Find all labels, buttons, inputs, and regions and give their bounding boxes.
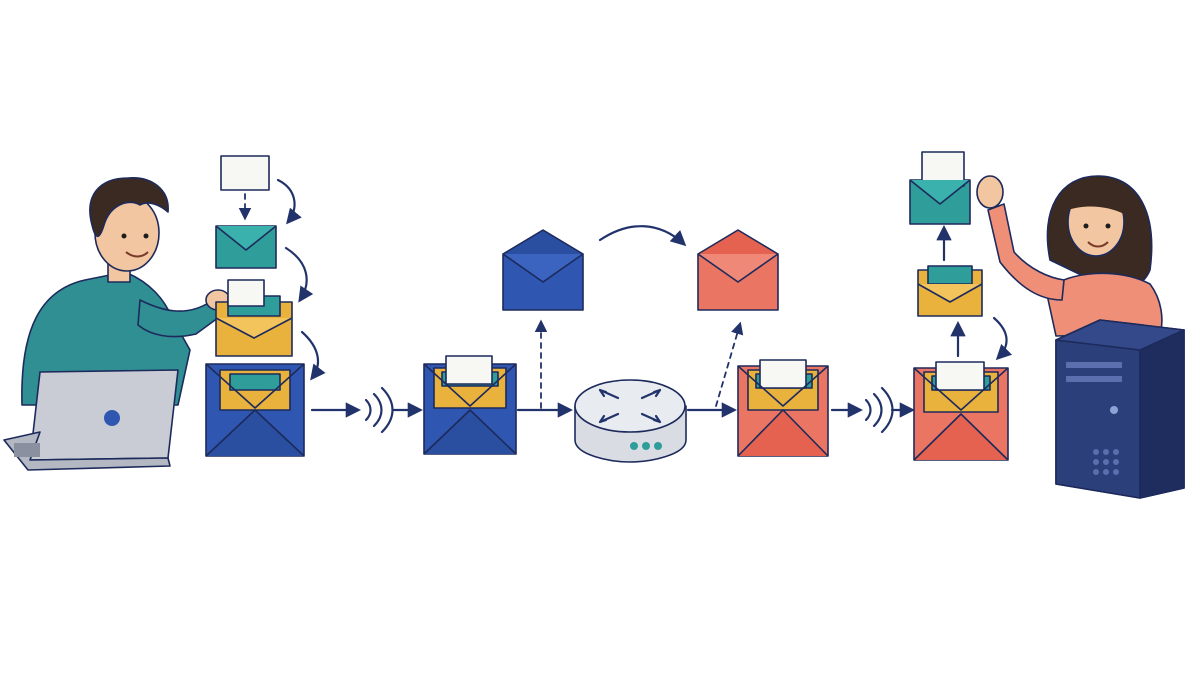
receiver-person-icon — [976, 175, 1163, 337]
blue-envelope-icon — [205, 363, 305, 457]
curved-arrow — [992, 316, 1013, 361]
blue-envelope-icon — [502, 229, 584, 311]
curved-arrow — [598, 225, 687, 247]
wireless-signal-icon — [364, 386, 394, 434]
yellow-envelope-icon — [917, 265, 983, 317]
blue-envelope-icon — [423, 355, 517, 455]
server-tower-icon — [1055, 319, 1185, 499]
wireless-signal-icon — [864, 386, 894, 434]
laptop-icon — [3, 369, 179, 471]
teal-envelope-icon — [215, 225, 277, 269]
red-envelope-icon — [737, 359, 829, 457]
curved-arrow — [276, 178, 302, 225]
curved-arrow — [284, 246, 314, 303]
red-envelope-icon — [697, 229, 779, 311]
yellow-envelope-icon — [215, 279, 293, 357]
curved-arrow — [300, 330, 326, 381]
red-envelope-icon — [913, 361, 1009, 461]
router-icon — [574, 379, 687, 463]
letter-sheet-icon — [220, 155, 270, 191]
dashed-arrow — [715, 321, 744, 407]
teal-envelope-icon — [909, 151, 971, 225]
